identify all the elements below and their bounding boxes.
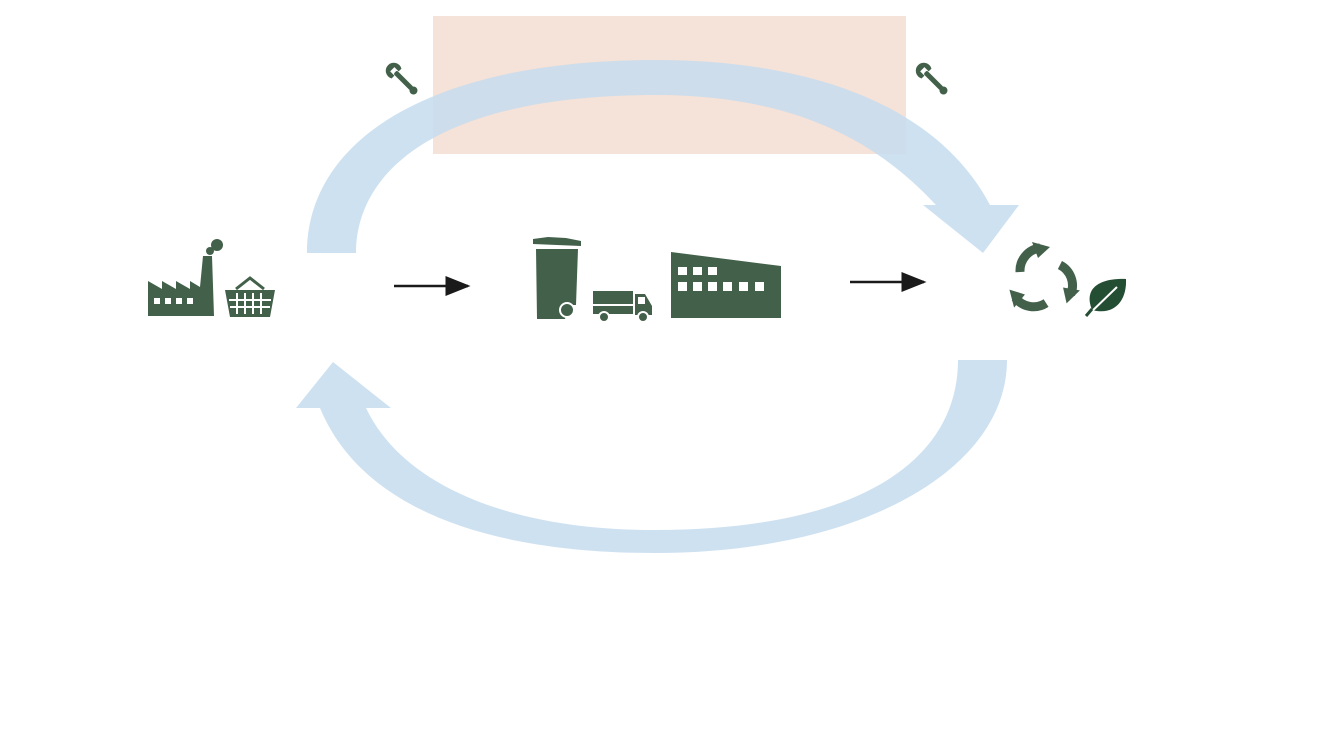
recycle-icon (1009, 242, 1080, 312)
cycle-arrow-top (307, 60, 1019, 253)
delivery-truck-icon (593, 291, 652, 323)
processing-plant-icon (671, 252, 781, 318)
wrench-icon (915, 62, 948, 95)
wrench-icon (385, 62, 418, 95)
factory-icon (148, 239, 223, 316)
wheelie-bin-icon (533, 237, 581, 319)
cycle-arrow-bottom (296, 360, 1007, 553)
shopping-basket-icon (225, 276, 275, 317)
leaf-icon (1084, 278, 1127, 317)
